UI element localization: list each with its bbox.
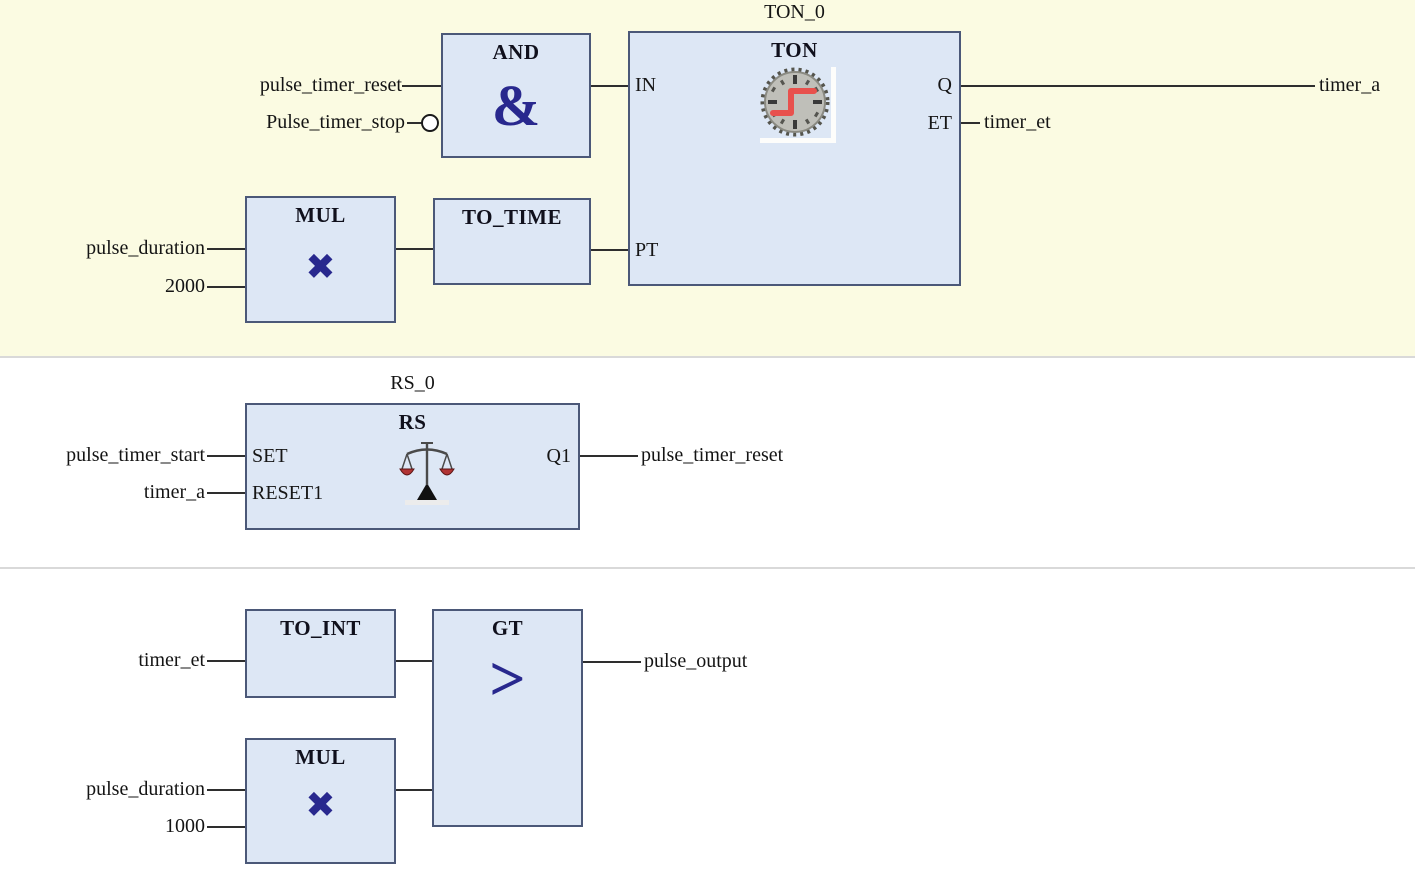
wire — [591, 249, 628, 251]
ton-pin-pt: PT — [635, 239, 659, 261]
and-symbol: & — [491, 73, 541, 138]
wire — [961, 122, 980, 124]
mul-block-1[interactable]: MUL ✖ — [245, 196, 396, 323]
wire — [961, 85, 1315, 87]
to-time-block[interactable]: TO_TIME — [433, 198, 591, 285]
multiply-symbol: ✖ — [305, 785, 336, 826]
and-block[interactable]: AND & — [441, 33, 591, 158]
output-variable-timer-a[interactable]: timer_a — [1319, 74, 1381, 96]
rs-block-title: RS — [398, 410, 427, 434]
output-variable-pulse-output[interactable]: pulse_output — [644, 650, 748, 672]
wire — [407, 122, 422, 124]
wire — [402, 85, 441, 87]
mul-block-title: MUL — [295, 745, 346, 769]
wire — [580, 455, 638, 457]
wire — [396, 789, 432, 791]
input-variable-pulse-timer-start[interactable]: pulse_timer_start — [66, 444, 205, 466]
input-variable-pulse-duration-2[interactable]: pulse_duration — [86, 778, 205, 800]
ton-pin-et: ET — [927, 112, 952, 134]
gt-block-title: GT — [491, 616, 524, 640]
multiply-symbol: ✖ — [305, 247, 336, 288]
input-variable-pulse-duration[interactable]: pulse_duration — [86, 237, 205, 259]
output-variable-pulse-timer-reset[interactable]: pulse_timer_reset — [641, 444, 784, 466]
rs-pin-q1: Q1 — [546, 445, 571, 467]
wire — [207, 826, 245, 828]
wire — [207, 492, 245, 494]
to-int-block-title: TO_INT — [280, 616, 361, 640]
wire — [207, 286, 245, 288]
rs-block[interactable]: RS SET RESET1 Q1 — [245, 403, 580, 530]
input-constant-1000[interactable]: 1000 — [165, 815, 205, 837]
gt-block[interactable]: GT > — [432, 609, 583, 827]
ton-instance-label[interactable]: TON_0 — [764, 1, 825, 23]
ton-block[interactable]: TON IN PT Q ET — [628, 31, 961, 286]
ton-pin-q: Q — [937, 74, 952, 96]
wire — [396, 248, 433, 250]
input-variable-timer-a[interactable]: timer_a — [143, 481, 205, 503]
timer-clock-icon — [760, 67, 836, 143]
wire — [207, 789, 245, 791]
scales-icon — [399, 439, 455, 509]
rs-pin-set: SET — [252, 445, 288, 467]
negation-circle[interactable] — [421, 114, 439, 132]
input-variable-pulse-timer-reset[interactable]: pulse_timer_reset — [259, 74, 402, 96]
wire — [583, 661, 641, 663]
mul-block-title: MUL — [295, 203, 346, 227]
network-divider — [0, 567, 1415, 569]
to-int-block[interactable]: TO_INT — [245, 609, 396, 698]
ton-pin-in: IN — [635, 74, 657, 96]
mul-block-2[interactable]: MUL ✖ — [245, 738, 396, 864]
and-block-title: AND — [492, 40, 540, 64]
to-time-block-title: TO_TIME — [462, 205, 562, 229]
rs-pin-reset1: RESET1 — [252, 482, 324, 504]
wire — [207, 248, 245, 250]
rs-instance-label[interactable]: RS_0 — [390, 372, 435, 394]
output-variable-timer-et[interactable]: timer_et — [984, 111, 1051, 133]
greater-than-symbol: > — [489, 643, 526, 714]
ton-block-title: TON — [771, 38, 818, 62]
wire — [591, 85, 628, 87]
wire — [207, 455, 245, 457]
wire — [207, 660, 245, 662]
input-constant-2000[interactable]: 2000 — [165, 275, 205, 297]
wire — [396, 660, 432, 662]
input-variable-timer-et[interactable]: timer_et — [138, 649, 205, 671]
input-variable-pulse-timer-stop[interactable]: Pulse_timer_stop — [266, 111, 405, 133]
